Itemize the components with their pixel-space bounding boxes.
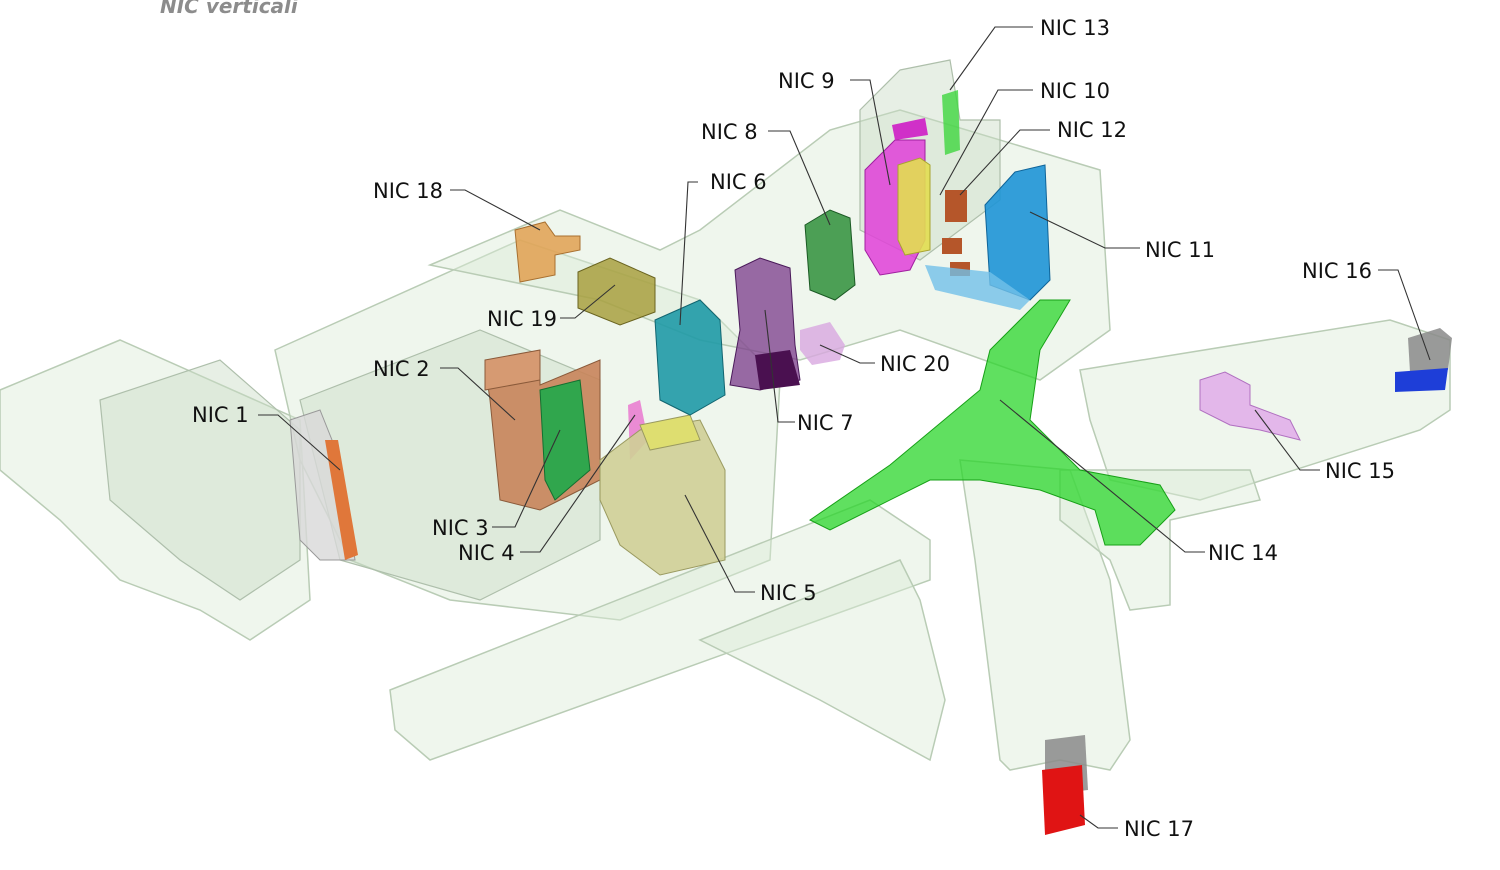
nic-labels: NIC 1 NIC 2 NIC 3 NIC 4 NIC 5 NIC 6 NIC … <box>192 16 1395 841</box>
label-nic-18: NIC 18 <box>373 179 443 203</box>
label-nic-8: NIC 8 <box>701 120 758 144</box>
nic1-volume <box>289 409 358 561</box>
nic11-volume <box>925 164 1051 310</box>
nic-volumes <box>289 90 1452 835</box>
label-nic-2: NIC 2 <box>373 357 430 381</box>
nic5-volume <box>599 414 726 576</box>
building-plaza <box>698 559 946 762</box>
nic17-volume <box>1042 735 1088 835</box>
label-nic-5: NIC 5 <box>760 581 817 605</box>
label-nic-19: NIC 19 <box>487 307 557 331</box>
label-nic-15: NIC 15 <box>1325 459 1395 483</box>
diagram-title: NIC verticali <box>160 0 298 18</box>
label-nic-1: NIC 1 <box>192 403 249 427</box>
building-east-wing <box>1079 319 1451 501</box>
label-nic-10: NIC 10 <box>1040 79 1110 103</box>
label-nic-17: NIC 17 <box>1124 817 1194 841</box>
label-nic-16: NIC 16 <box>1302 259 1372 283</box>
label-nic-14: NIC 14 <box>1208 541 1278 565</box>
building-west-wing-inner <box>99 359 301 601</box>
nic8-volume <box>804 209 856 301</box>
label-nic-9: NIC 9 <box>778 69 835 93</box>
label-nic-11: NIC 11 <box>1145 238 1215 262</box>
label-nic-12: NIC 12 <box>1057 118 1127 142</box>
nic7-volume <box>729 257 801 391</box>
nic19-volume <box>577 257 656 326</box>
nic14-volume <box>809 299 1176 546</box>
label-nic-7: NIC 7 <box>797 411 854 435</box>
nic10-volume <box>897 157 931 256</box>
building-west-wing <box>0 339 311 641</box>
label-nic-3: NIC 3 <box>432 516 489 540</box>
leader-lines <box>258 26 1431 829</box>
nic16-volume <box>1395 328 1452 392</box>
nic15-volume <box>1199 371 1301 441</box>
nic6-volume <box>654 299 726 416</box>
building-massing <box>0 59 1451 771</box>
label-nic-4: NIC 4 <box>458 541 515 565</box>
nic20-volume <box>800 322 845 365</box>
label-nic-20: NIC 20 <box>880 352 950 376</box>
nic13-volume <box>942 90 960 155</box>
nic18-volume <box>514 221 581 283</box>
label-nic-13: NIC 13 <box>1040 16 1110 40</box>
label-nic-6: NIC 6 <box>710 170 767 194</box>
